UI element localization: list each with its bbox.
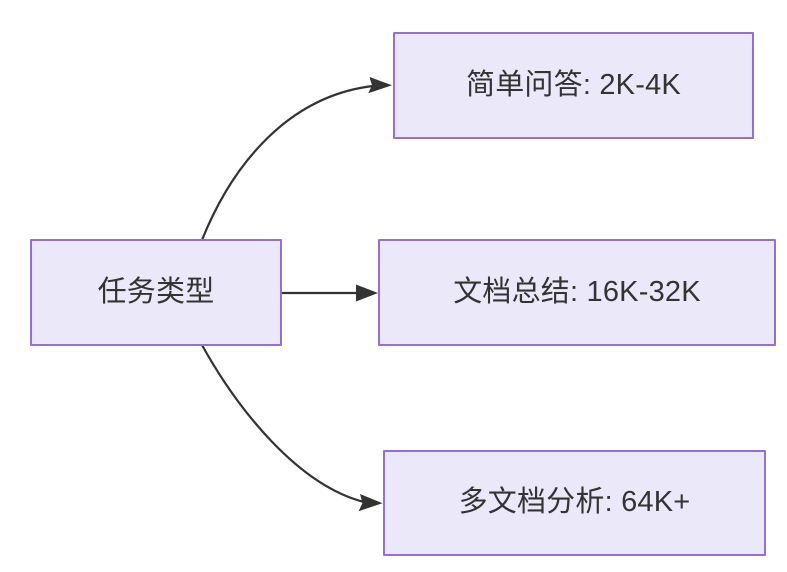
node-doc-summary-label: 文档总结: 16K-32K — [453, 275, 701, 308]
node-task-type[interactable]: 任务类型 — [30, 239, 282, 346]
node-multi-doc[interactable]: 多文档分析: 64K+ — [383, 450, 766, 556]
edge-source-multi-doc — [201, 344, 383, 512]
node-simple-qa[interactable]: 简单问答: 2K-4K — [393, 32, 754, 139]
edge-source-multi-doc-line — [201, 344, 365, 504]
edge-source-multi-doc-arrowhead — [358, 494, 383, 512]
edge-source-doc-summary — [282, 284, 378, 302]
edge-source-simple-qa-arrowhead — [368, 77, 392, 94]
node-simple-qa-label: 简单问答: 2K-4K — [466, 68, 681, 101]
edge-source-doc-summary-arrowhead — [356, 284, 378, 302]
edge-source-simple-qa-line — [200, 84, 374, 241]
node-multi-doc-label: 多文档分析: 64K+ — [458, 486, 691, 519]
node-task-type-label: 任务类型 — [97, 275, 215, 308]
node-doc-summary[interactable]: 文档总结: 16K-32K — [378, 239, 776, 346]
edge-source-simple-qa — [200, 77, 392, 241]
